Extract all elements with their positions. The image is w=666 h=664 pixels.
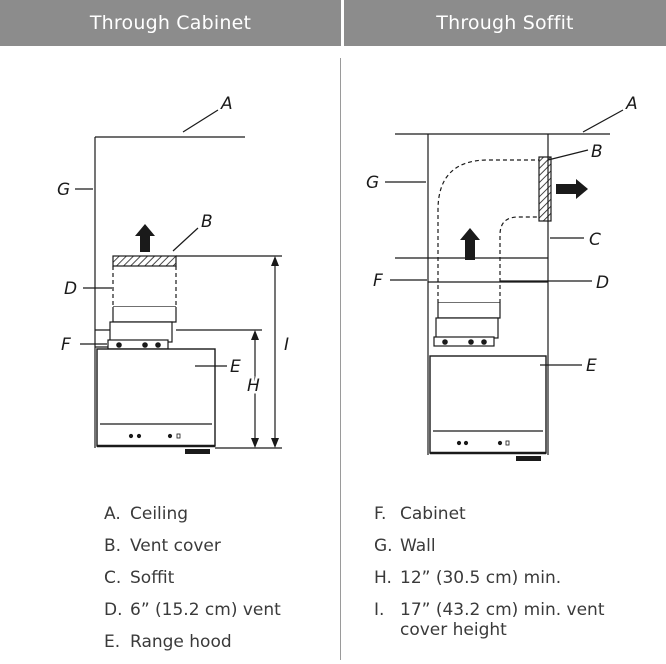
header-through-soffit: Through Soffit — [344, 0, 666, 46]
left-callout-g: G — [57, 180, 70, 200]
legend-text: Cabinet — [400, 504, 466, 524]
through-cabinet-callouts: A B G D F E I H — [57, 94, 289, 399]
legend-item: D. 6” (15.2 cm) vent — [104, 600, 329, 620]
right-range-hood — [429, 355, 547, 454]
right-callout-e: E — [586, 356, 597, 376]
right-side-arrow-icon — [556, 179, 588, 199]
right-collar — [433, 336, 495, 347]
legend-item: C. Soffit — [104, 568, 329, 588]
legend-left: A. Ceiling B. Vent cover C. Soffit D. 6” (15… — [104, 504, 329, 664]
legend-text: 6” (15.2 cm) vent — [130, 600, 281, 620]
right-vent-cover — [538, 156, 552, 222]
left-transition — [112, 307, 177, 323]
legend-item: I. 17” (43.2 cm) min. vent cover height — [374, 600, 644, 640]
right-damper — [435, 317, 499, 339]
through-soffit-callouts: A B G C F D E — [366, 94, 638, 376]
header-gap — [341, 0, 344, 46]
legend-key: C. — [104, 568, 122, 588]
legend-item: B. Vent cover — [104, 536, 329, 556]
left-callout-h: H — [247, 376, 260, 396]
through-cabinet-diagram — [75, 109, 282, 454]
header-through-cabinet-title: Through Cabinet — [89, 12, 252, 34]
right-transition — [437, 303, 501, 319]
legend-item: G. Wall — [374, 536, 644, 556]
left-callout-f: F — [61, 335, 71, 355]
left-callout-d: D — [64, 279, 77, 299]
legend-key: A. — [104, 504, 121, 524]
through-soffit-diagram — [385, 109, 624, 461]
left-callout-i: I — [284, 335, 289, 355]
legend-key: H. — [374, 568, 392, 588]
right-callout-d: D — [596, 273, 609, 293]
legend-key: F. — [374, 504, 387, 524]
legend-key: D. — [104, 600, 123, 620]
right-callout-c: C — [589, 230, 601, 250]
legend-key: I. — [374, 600, 385, 620]
legend-text: Wall — [400, 536, 436, 556]
left-up-arrow-icon — [135, 224, 155, 252]
legend-item: E. Range hood — [104, 632, 329, 652]
legend-text: Vent cover — [130, 536, 221, 556]
legend-key: G. — [374, 536, 393, 556]
legend-text: 12” (30.5 cm) min. — [400, 568, 562, 588]
left-callout-a: A — [220, 94, 233, 114]
legend-text: Soffit — [130, 568, 175, 588]
right-callout-f: F — [373, 271, 383, 291]
right-up-arrow-icon — [460, 228, 480, 260]
legend-key: E. — [104, 632, 121, 652]
right-callout-a: A — [625, 94, 638, 114]
header-through-cabinet: Through Cabinet — [0, 0, 341, 46]
installation-diagrams: A B G D F E I H — [57, 94, 638, 461]
legend-key: B. — [104, 536, 122, 556]
left-damper — [109, 321, 173, 343]
legend-item: A. Ceiling — [104, 504, 329, 524]
right-duct-outer — [437, 159, 539, 303]
left-vent-cover — [112, 255, 177, 267]
legend-right: F. Cabinet G. Wall H. 12” (30.5 cm) min. I.… — [374, 504, 644, 652]
left-range-hood — [96, 348, 216, 447]
panel-divider — [340, 58, 341, 660]
right-duct-inner — [499, 216, 539, 303]
legend-item: H. 12” (30.5 cm) min. — [374, 568, 644, 588]
right-callout-b: B — [591, 142, 603, 162]
right-callout-g: G — [366, 173, 379, 193]
left-callout-e: E — [230, 357, 241, 377]
legend-text: Ceiling — [130, 504, 189, 524]
left-callout-b: B — [201, 212, 213, 232]
legend-text: 17” (43.2 cm) min. vent cover height — [400, 600, 605, 640]
header-through-soffit-title: Through Soffit — [436, 12, 574, 34]
legend-item: F. Cabinet — [374, 504, 644, 524]
legend-text: Range hood — [130, 632, 232, 652]
